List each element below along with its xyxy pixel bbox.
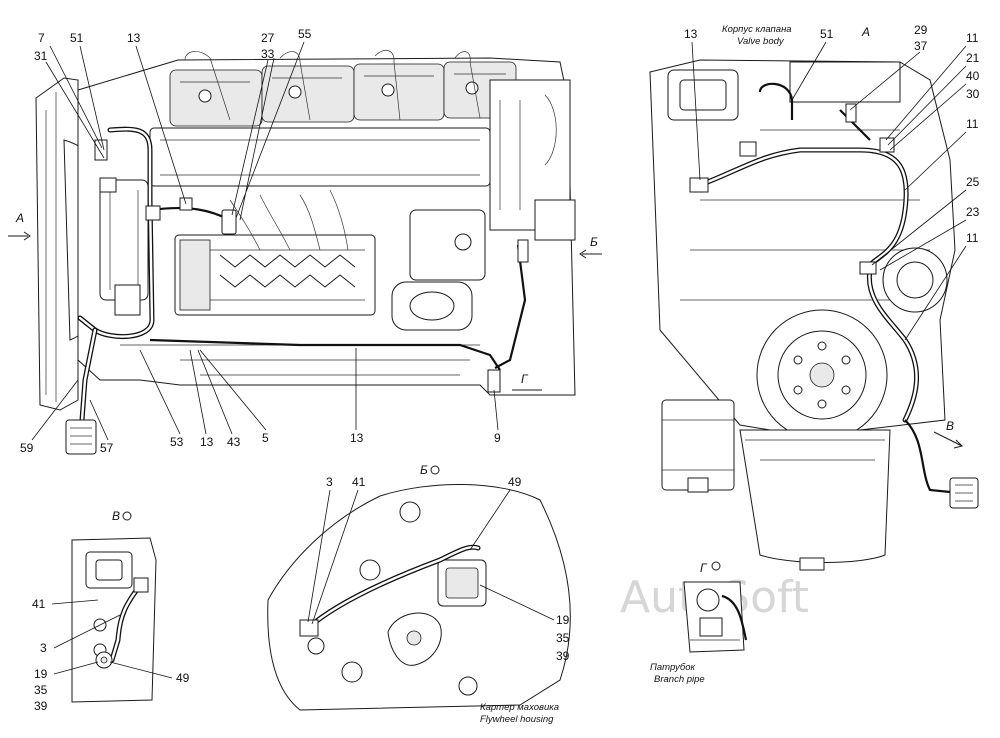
detail-view-v-title: В [112, 509, 120, 523]
callout: 19 [34, 667, 48, 681]
detail-view-g: Г [683, 561, 748, 653]
callout: 41 [352, 475, 366, 489]
harness-connector [65, 419, 97, 455]
callout: 13 [127, 31, 141, 45]
callout: 11 [966, 117, 979, 131]
callout: 39 [34, 699, 48, 713]
callout: 33 [261, 47, 275, 61]
detail-view-v: В 41 3 19 35 39 49 [32, 509, 190, 713]
fuel-pump [174, 189, 376, 316]
flywheel-housing-label: Картер маховика Flywheel housing [480, 702, 559, 725]
svg-text:Б: Б [590, 235, 598, 249]
valve-body-label: Корпус клапана Valve body [722, 24, 792, 47]
callout: 57 [100, 441, 114, 455]
svg-text:Г: Г [521, 372, 529, 386]
callout: 9 [494, 431, 501, 445]
callout: 43 [227, 435, 241, 449]
callout: 35 [34, 683, 48, 697]
callout: 55 [298, 27, 312, 41]
svg-text:Flywheel housing: Flywheel housing [480, 714, 554, 725]
callout: 11 [966, 31, 979, 45]
callout: 49 [176, 671, 190, 685]
callout: 51 [820, 27, 834, 41]
valve-covers [169, 61, 517, 127]
callout: 40 [966, 69, 980, 83]
callout: 21 [966, 51, 980, 65]
callouts-main: 7 31 51 13 27 33 55 59 57 53 13 43 5 13 … [20, 27, 501, 455]
callout: 7 [38, 31, 45, 45]
view-letter-a-right: А [861, 25, 870, 39]
svg-text:Патрубок: Патрубок [650, 662, 696, 673]
callout: 23 [966, 205, 980, 219]
detail-view-b-title: Б [420, 463, 428, 477]
svg-text:Картер маховика: Картер маховика [480, 702, 559, 713]
callout: 13 [350, 431, 364, 445]
callout: 13 [684, 27, 698, 41]
callout: 37 [914, 39, 928, 53]
callout: 19 [556, 613, 570, 627]
callout: 41 [32, 597, 46, 611]
callout: 5 [262, 431, 269, 445]
callout: 49 [508, 475, 522, 489]
callouts-right: 13 51 29 37 11 21 40 30 11 25 23 11 [684, 23, 980, 341]
callout: 29 [914, 23, 928, 37]
svg-text:В: В [946, 419, 954, 433]
callout: 11 [966, 231, 979, 245]
callout: 59 [20, 441, 34, 455]
svg-text:А: А [15, 211, 24, 225]
detail-view-g-title: Г [700, 561, 708, 575]
callout: 25 [966, 175, 980, 189]
callout: 53 [170, 435, 184, 449]
svg-text:Valve body: Valve body [737, 36, 785, 47]
engine-side-view [35, 49, 576, 455]
engine-front-view [649, 59, 979, 571]
callout: 39 [556, 649, 570, 663]
callout: 31 [34, 49, 48, 63]
view-arrow-g: Г [512, 372, 542, 391]
callout: 51 [70, 31, 84, 45]
callout: 27 [261, 31, 275, 45]
branch-pipe-label: Патрубок Branch pipe [650, 662, 705, 685]
callout: 35 [556, 631, 570, 645]
svg-text:Корпус клапана: Корпус клапана [722, 24, 792, 35]
callout: 3 [40, 641, 47, 655]
wire-harness-main [77, 126, 527, 423]
callout: 13 [200, 435, 214, 449]
view-arrow-a: А [8, 211, 31, 241]
callout: 30 [966, 87, 980, 101]
view-arrow-b: Б [579, 235, 602, 259]
detail-view-b: Б 3 41 49 19 35 39 [267, 463, 571, 711]
view-arrow-v: В [933, 419, 963, 449]
svg-text:Branch pipe: Branch pipe [654, 674, 705, 685]
callout: 3 [326, 475, 333, 489]
